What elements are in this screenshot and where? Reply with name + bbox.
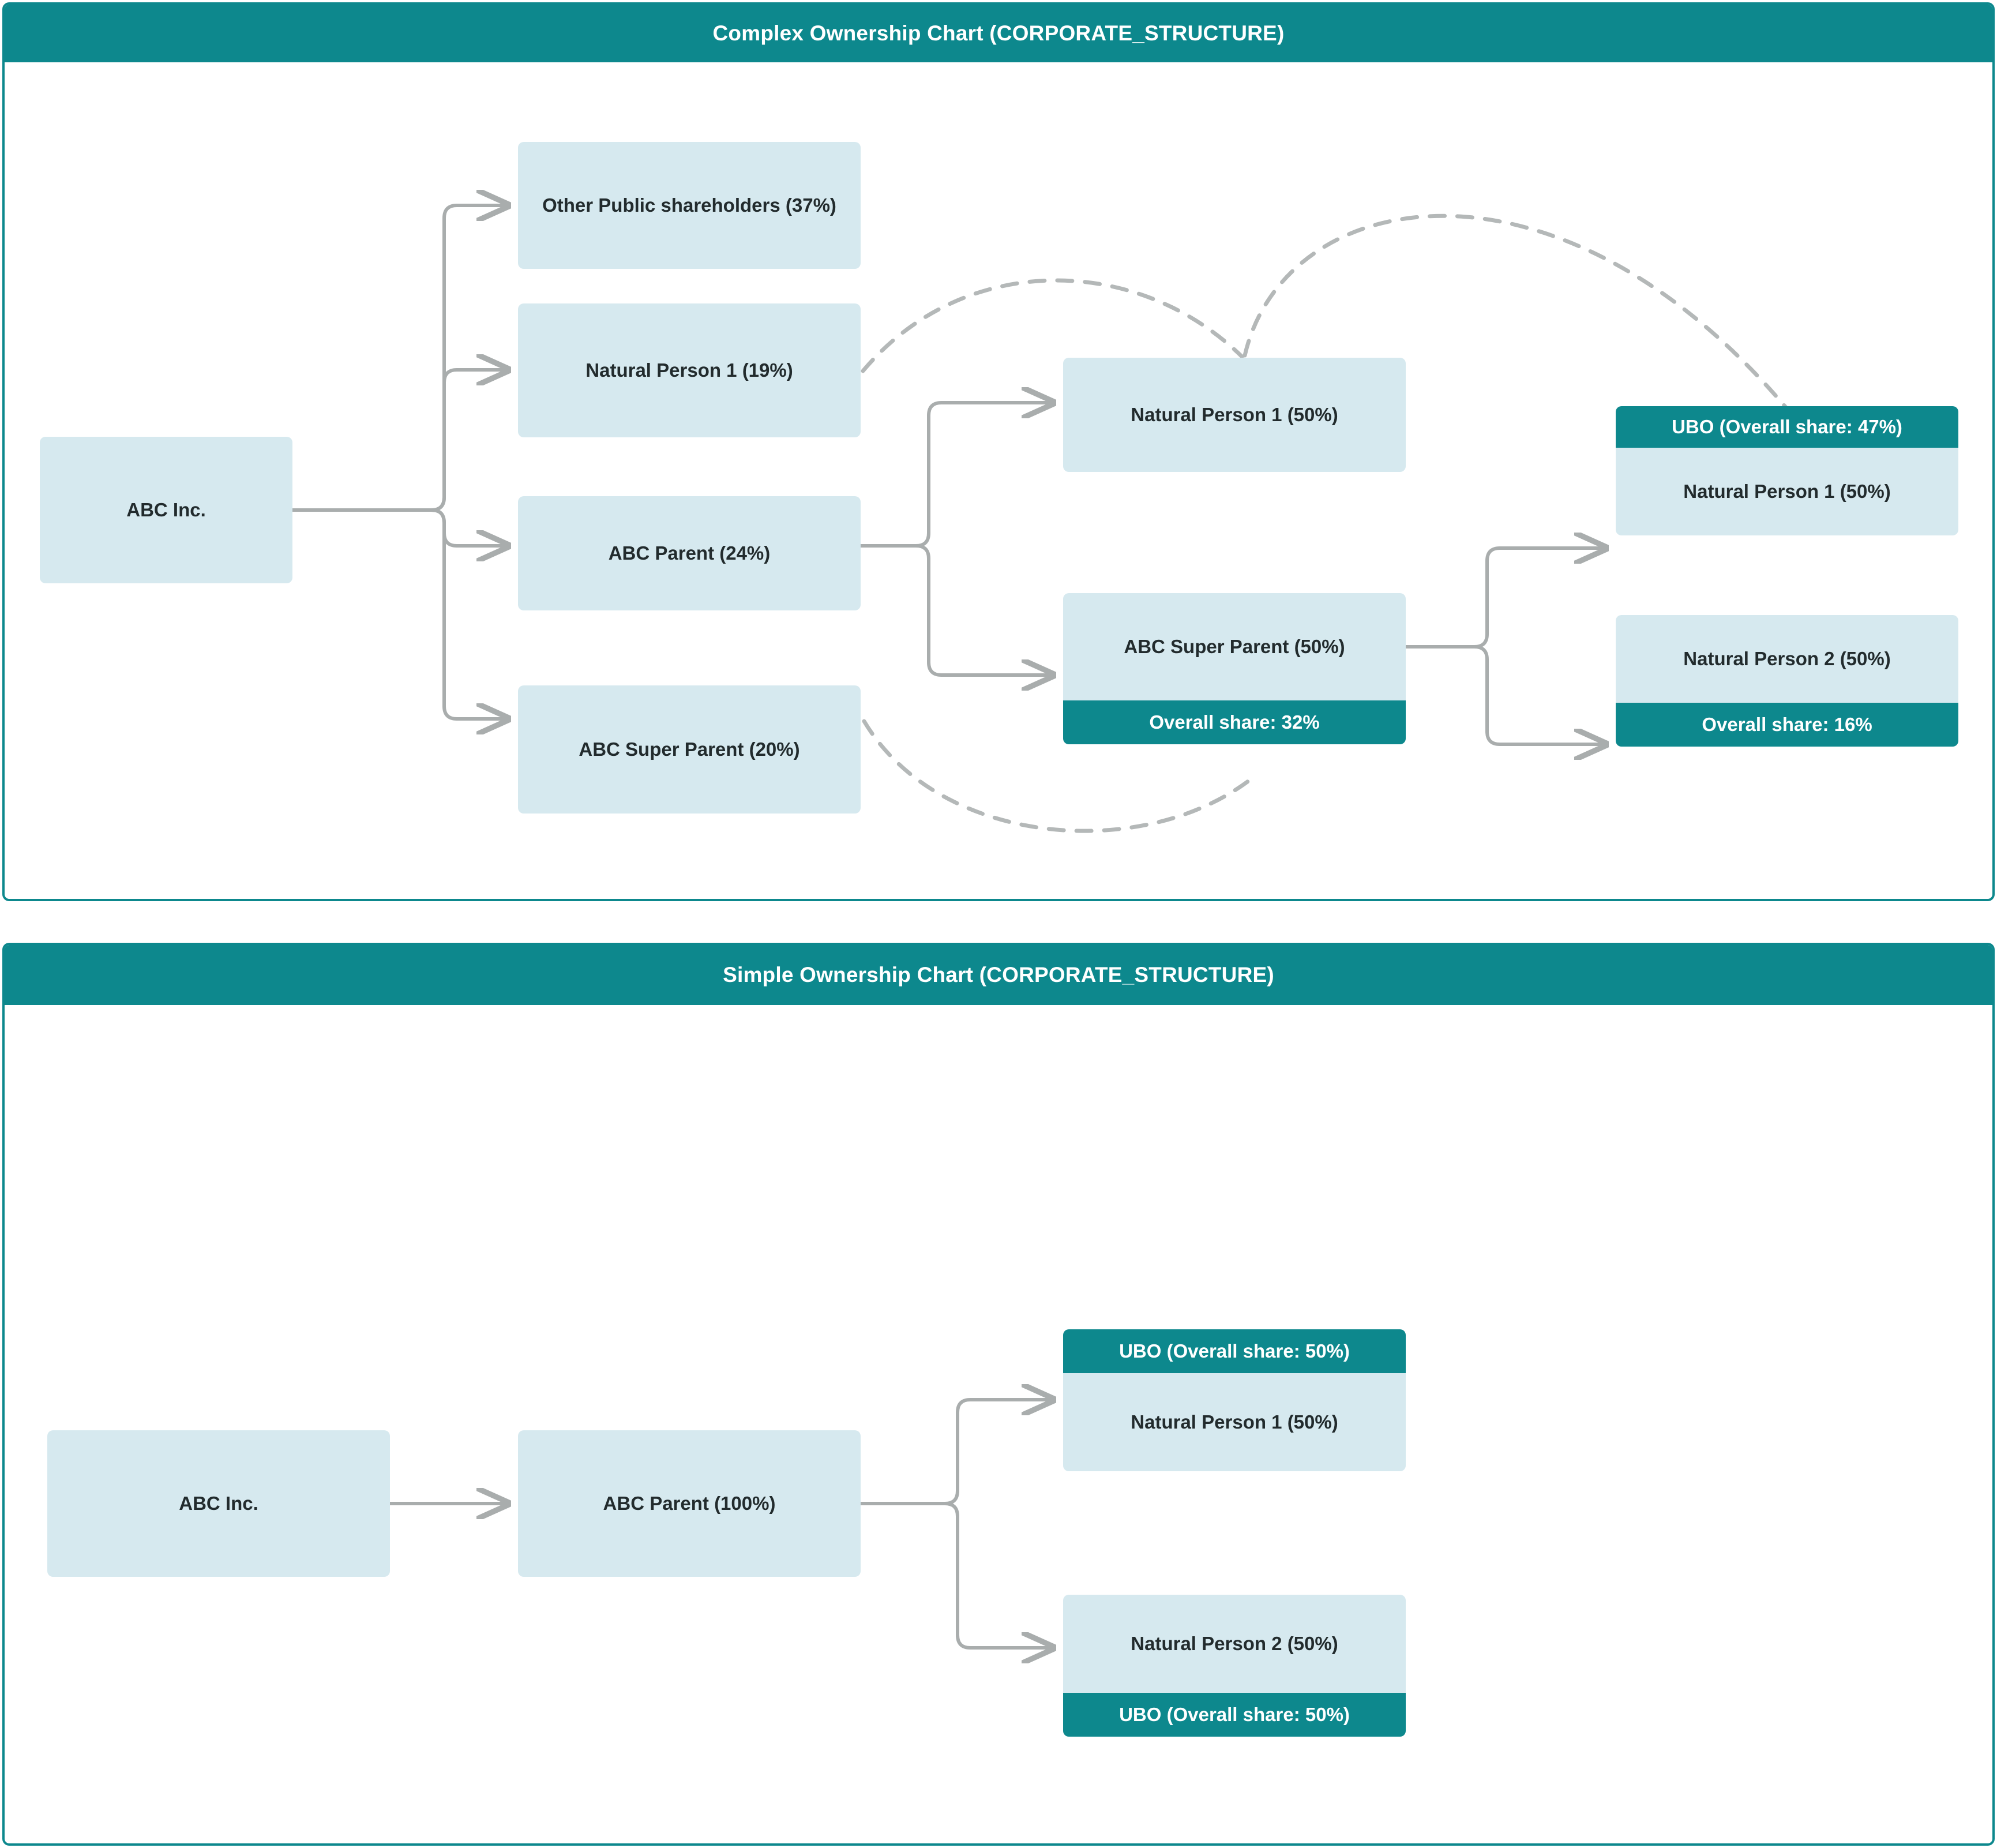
complex-chart-header: Complex Ownership Chart (CORPORATE_STRUC…	[5, 5, 1992, 62]
simple-ownership-card: Simple Ownership Chart (CORPORATE_STRUCT…	[2, 943, 1995, 1846]
node-label: Other Public shareholders (37%)	[542, 194, 836, 216]
node-natural-person-2-50-simple[interactable]: Natural Person 2 (50%)	[1063, 1595, 1406, 1693]
complex-chart-body: ABC Inc. Other Public shareholders (37%)…	[5, 62, 1992, 899]
node-label: ABC Super Parent (50%)	[1124, 635, 1345, 657]
node-abc-super-parent-20[interactable]: ABC Super Parent (20%)	[518, 685, 861, 814]
simple-chart-body: ABC Inc. ABC Parent (100%) UBO (Overall …	[5, 1005, 1992, 1846]
node-abc-inc-simple[interactable]: ABC Inc.	[47, 1430, 390, 1577]
node-other-public-shareholders[interactable]: Other Public shareholders (37%)	[518, 142, 861, 269]
node-label: Natural Person 2 (50%)	[1683, 647, 1891, 669]
node-label: ABC Parent (24%)	[608, 542, 771, 564]
node-natural-person-1-19[interactable]: Natural Person 1 (19%)	[518, 303, 861, 437]
node-natural-person-1-50-right[interactable]: Natural Person 1 (50%)	[1616, 448, 1958, 535]
badge-ubo-overall-share-47[interactable]: UBO (Overall share: 47%)	[1616, 406, 1958, 448]
node-label: ABC Super Parent (20%)	[579, 738, 800, 760]
badge-label: UBO (Overall share: 50%)	[1119, 1704, 1350, 1725]
simple-chart-connectors	[388, 1005, 1992, 1846]
node-label: ABC Inc.	[179, 1492, 258, 1514]
simple-chart-title: Simple Ownership Chart (CORPORATE_STRUCT…	[723, 963, 1274, 987]
node-natural-person-1-50-mid[interactable]: Natural Person 1 (50%)	[1063, 358, 1406, 472]
badge-overall-share-32[interactable]: Overall share: 32%	[1063, 700, 1406, 744]
node-label: ABC Parent (100%)	[603, 1492, 776, 1514]
badge-ubo-overall-share-50-bottom[interactable]: UBO (Overall share: 50%)	[1063, 1693, 1406, 1737]
node-label: Natural Person 2 (50%)	[1131, 1632, 1338, 1654]
node-label: Natural Person 1 (19%)	[585, 359, 793, 381]
node-label: Natural Person 1 (50%)	[1131, 403, 1338, 425]
badge-label: Overall share: 16%	[1702, 714, 1872, 735]
node-abc-parent-100[interactable]: ABC Parent (100%)	[518, 1430, 861, 1577]
badge-label: Overall share: 32%	[1149, 711, 1320, 733]
node-abc-parent-24[interactable]: ABC Parent (24%)	[518, 496, 861, 610]
badge-ubo-overall-share-50-top[interactable]: UBO (Overall share: 50%)	[1063, 1329, 1406, 1373]
complex-ownership-card: Complex Ownership Chart (CORPORATE_STRUC…	[2, 2, 1995, 901]
node-label: ABC Inc.	[126, 498, 206, 520]
node-abc-super-parent-50[interactable]: ABC Super Parent (50%)	[1063, 593, 1406, 700]
node-natural-person-1-50-simple[interactable]: Natural Person 1 (50%)	[1063, 1373, 1406, 1471]
node-abc-inc[interactable]: ABC Inc.	[40, 437, 292, 583]
node-label: Natural Person 1 (50%)	[1683, 480, 1891, 502]
badge-label: UBO (Overall share: 50%)	[1119, 1340, 1350, 1362]
badge-label: UBO (Overall share: 47%)	[1672, 416, 1902, 437]
badge-overall-share-16[interactable]: Overall share: 16%	[1616, 703, 1958, 747]
node-label: Natural Person 1 (50%)	[1131, 1411, 1338, 1433]
complex-chart-title: Complex Ownership Chart (CORPORATE_STRUC…	[712, 21, 1285, 45]
simple-chart-header: Simple Ownership Chart (CORPORATE_STRUCT…	[5, 945, 1992, 1005]
node-natural-person-2-50-right[interactable]: Natural Person 2 (50%)	[1616, 615, 1958, 703]
